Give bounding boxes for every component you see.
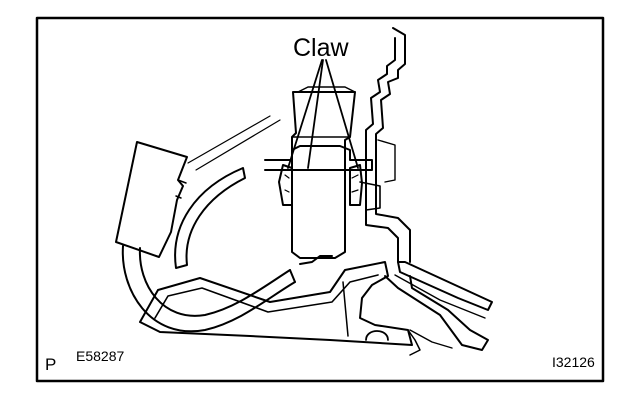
figure-code-right: I32126 — [552, 354, 595, 370]
diagram-frame — [35, 16, 605, 383]
trim-panel-outer — [375, 27, 411, 263]
page-marker: P — [45, 355, 57, 374]
lower-bracket — [139, 261, 413, 346]
claw-left — [278, 164, 293, 206]
claw-right — [349, 164, 363, 206]
claw-leader-left — [287, 59, 323, 169]
rail-upper — [397, 261, 493, 311]
inner-rib — [174, 167, 246, 269]
claw-leader-right — [325, 59, 359, 169]
wire-harness — [121, 245, 296, 333]
socket-body — [291, 91, 356, 259]
claw-callout-label: Claw — [293, 34, 349, 62]
figure-code-left: E58287 — [76, 348, 125, 364]
claw-leader-left-2 — [307, 59, 324, 169]
trim-panel-inner — [365, 37, 399, 263]
rail-lower — [384, 275, 489, 351]
bottom-notch — [365, 330, 389, 341]
connector-block — [115, 141, 188, 258]
